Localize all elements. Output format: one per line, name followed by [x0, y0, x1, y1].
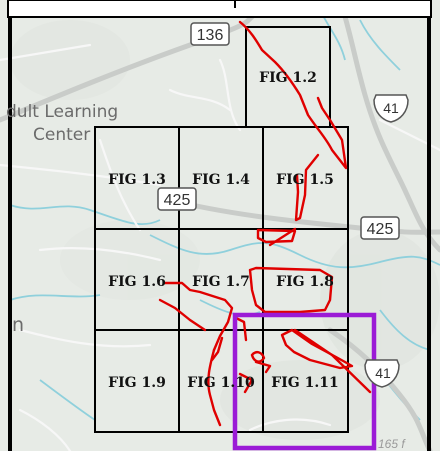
grid-label-fig-1-7[interactable]: FIG 1.7	[192, 274, 250, 290]
grid-label-fig-1-5[interactable]: FIG 1.5	[276, 172, 334, 188]
grid-label-fig-1-9[interactable]: FIG 1.9	[108, 375, 166, 391]
grid-label-fig-1-8[interactable]: FIG 1.8	[276, 274, 334, 290]
route-shield-136: 136	[190, 22, 230, 46]
grid-label-fig-1-6[interactable]: FIG 1.6	[108, 274, 166, 290]
corner-label-fragment: 165 f	[378, 437, 406, 451]
route-shield-425-right: 425	[360, 216, 400, 240]
route-line	[158, 20, 372, 427]
place-label-center: Center	[33, 125, 90, 145]
route-shield-425-center: 425	[157, 187, 197, 211]
right-frame-edge	[427, 0, 431, 451]
svg-text:136: 136	[197, 27, 224, 44]
svg-text:41: 41	[383, 100, 399, 116]
route-shield-us-41-bottom: 41	[364, 359, 400, 388]
place-label-adult-learning: dult Learning	[6, 102, 118, 122]
route-shield-us-41-top: 41	[373, 94, 409, 123]
svg-text:425: 425	[164, 192, 191, 209]
left-frame-edge	[8, 0, 12, 451]
top-frame-tick	[234, 0, 236, 8]
svg-text:425: 425	[367, 221, 394, 238]
grid-label-fig-1-11[interactable]: FIG 1.11	[271, 375, 338, 391]
grid-label-fig-1-10[interactable]: FIG 1.10	[187, 375, 255, 391]
place-label-fragment: n	[12, 314, 24, 336]
grid-label-fig-1-2[interactable]: FIG 1.2	[259, 70, 317, 86]
grid-label-fig-1-4[interactable]: FIG 1.4	[192, 172, 250, 188]
grid-label-fig-1-3[interactable]: FIG 1.3	[108, 172, 166, 188]
figure-grid	[94, 26, 349, 433]
svg-text:41: 41	[375, 365, 391, 381]
top-frame-band	[7, 0, 432, 18]
minor-roads	[0, 43, 440, 451]
